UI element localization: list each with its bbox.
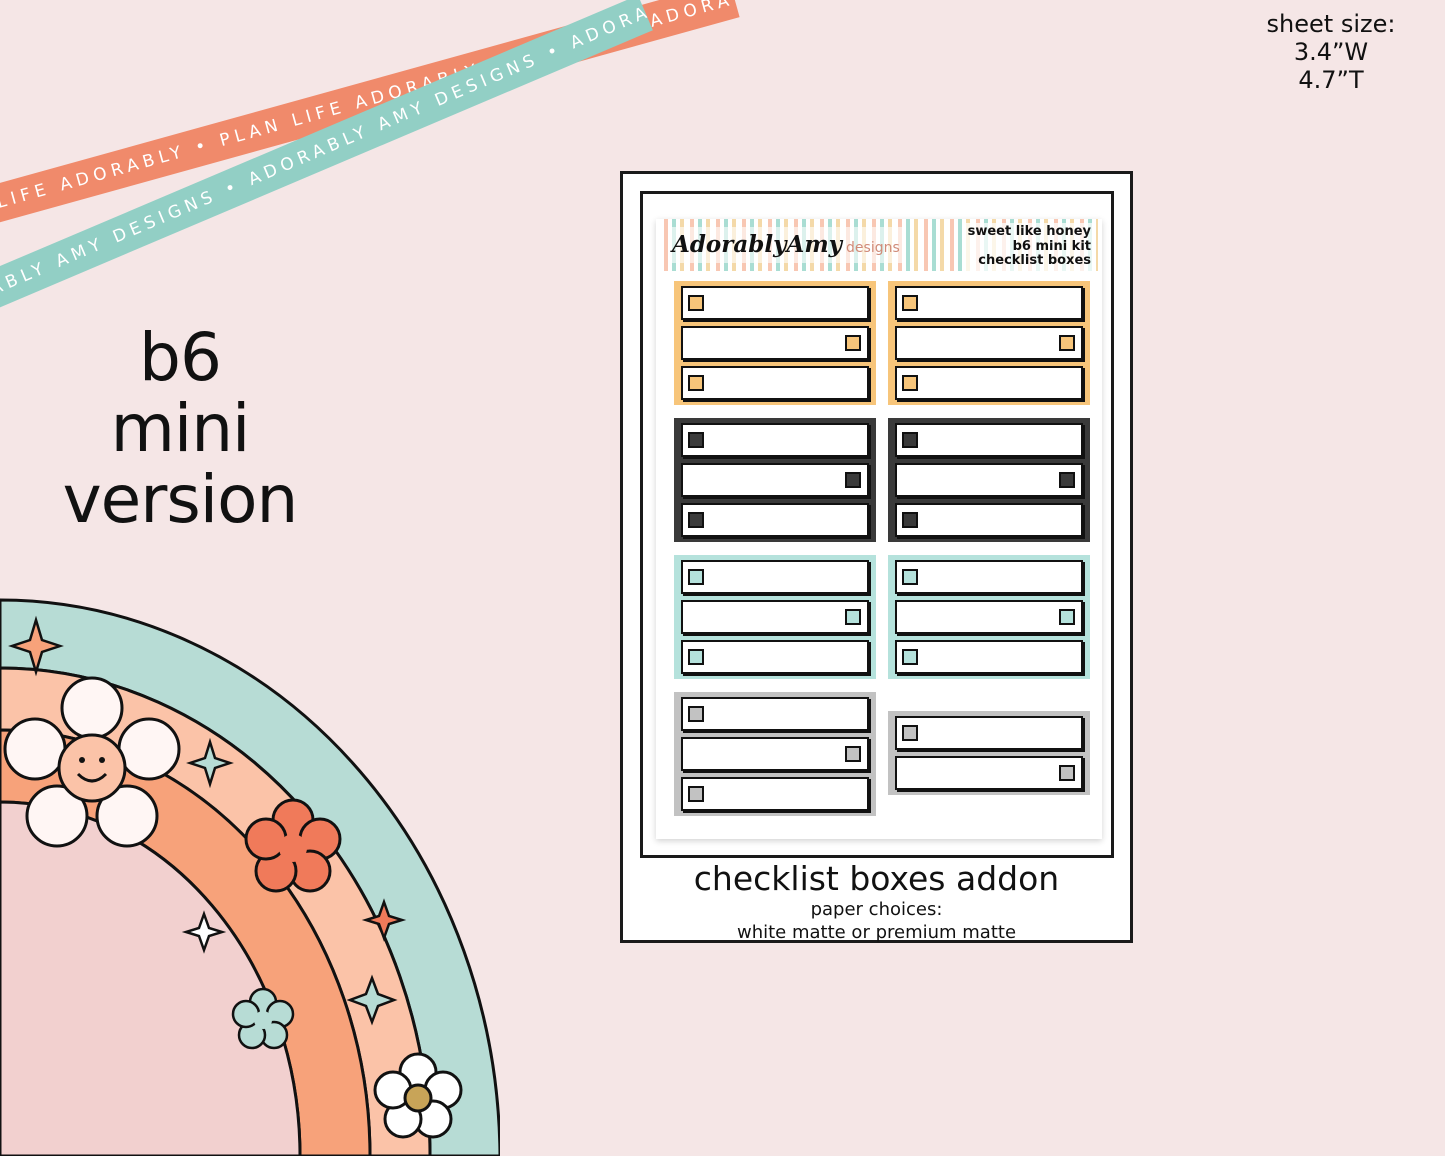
checkbox-icon <box>902 375 918 391</box>
checkbox-icon <box>1059 609 1075 625</box>
kit-size: b6 mini kit <box>1012 238 1091 254</box>
checkbox-icon <box>688 512 704 528</box>
logo-sub: designs <box>846 240 900 256</box>
checklist-row <box>681 777 869 811</box>
checkbox-icon <box>902 512 918 528</box>
sheet-height: 4.7”T <box>1298 66 1364 94</box>
checklist-row <box>681 366 869 400</box>
checkbox-icon <box>902 432 918 448</box>
variant-line-2: mini <box>110 390 251 467</box>
sheet-size-label: sheet size: <box>1266 10 1396 38</box>
variant-title: b6 mini version <box>30 322 330 535</box>
checklist-sticker <box>674 692 876 816</box>
checklist-row <box>681 503 869 537</box>
checklist-row <box>681 640 869 674</box>
checklist-sticker <box>674 555 876 679</box>
mint-flower-icon <box>231 987 295 1050</box>
checkbox-icon <box>1059 335 1075 351</box>
checkbox-icon <box>845 472 861 488</box>
checkbox-icon <box>902 569 918 585</box>
kit-info: sweet like honey b6 mini kit checklist b… <box>964 223 1094 271</box>
checklist-row <box>895 756 1083 790</box>
paper-choices: paper choices: white matte or premium ma… <box>623 898 1130 944</box>
checkbox-icon <box>902 295 918 311</box>
checkbox-icon <box>1059 765 1075 781</box>
checklist-row <box>895 463 1083 497</box>
checklist-row <box>895 286 1083 320</box>
checkbox-icon <box>688 295 704 311</box>
sheet-size-info: sheet size: 3.4”W 4.7”T <box>1251 10 1411 94</box>
kit-name: sweet like honey <box>967 224 1091 239</box>
checkbox-icon <box>688 649 704 665</box>
checklist-row <box>895 716 1083 750</box>
checklist-sticker <box>674 281 876 405</box>
orange-flower-icon <box>244 798 342 893</box>
checklist-row <box>895 640 1083 674</box>
smiley-flower-icon <box>3 676 181 848</box>
checkbox-icon <box>845 746 861 762</box>
variant-line-3: version <box>62 461 299 538</box>
checklist-row <box>895 326 1083 360</box>
kit-type: checklist boxes <box>978 253 1091 268</box>
product-title: checklist boxes addon <box>693 859 1060 898</box>
variant-line-1: b6 <box>139 319 222 396</box>
daisy-flower-icon <box>373 1052 463 1139</box>
checklist-sticker <box>888 555 1090 679</box>
checklist-row <box>681 423 869 457</box>
checklist-row <box>895 503 1083 537</box>
checkbox-icon <box>845 609 861 625</box>
checklist-sticker <box>888 281 1090 405</box>
checkbox-icon <box>845 335 861 351</box>
checklist-sticker <box>888 418 1090 542</box>
checklist-row <box>681 326 869 360</box>
logo-text: AdorablyAmy <box>672 231 843 258</box>
checkbox-icon <box>688 786 704 802</box>
sparkle-icon <box>8 615 407 1026</box>
checkbox-icon <box>688 375 704 391</box>
checklist-row <box>895 560 1083 594</box>
checklist-sticker <box>674 418 876 542</box>
checkbox-icon <box>1059 472 1075 488</box>
checklist-sticker <box>888 711 1090 795</box>
checkbox-icon <box>688 569 704 585</box>
checkbox-icon <box>688 706 704 722</box>
paper-choices-options: white matte or premium matte <box>736 922 1017 943</box>
checklist-row <box>895 600 1083 634</box>
rainbow-flowers-illustration <box>0 598 500 1156</box>
checklist-row <box>681 560 869 594</box>
checklist-row <box>681 463 869 497</box>
sheet-width: 3.4”W <box>1293 38 1369 66</box>
checklist-row <box>681 697 869 731</box>
checklist-row <box>681 737 869 771</box>
paper-choices-label: paper choices: <box>810 899 943 920</box>
checkbox-icon <box>902 725 918 741</box>
checkbox-icon <box>688 432 704 448</box>
checklist-row <box>895 423 1083 457</box>
checklist-row <box>895 366 1083 400</box>
checklist-row <box>681 286 869 320</box>
checklist-row <box>681 600 869 634</box>
checkbox-icon <box>902 649 918 665</box>
